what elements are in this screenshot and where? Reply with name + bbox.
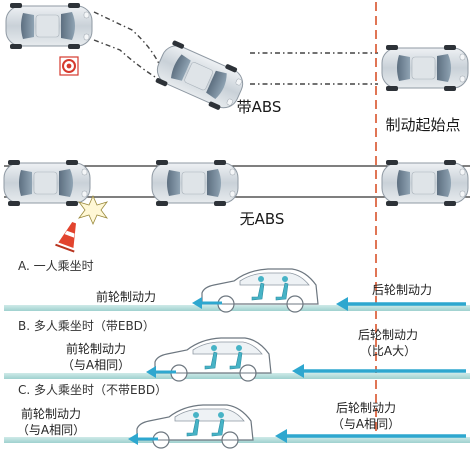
section-b-rear-note: （比A大）: [359, 344, 417, 358]
front-brake-arrow: [192, 297, 222, 309]
front-brake-arrow: [128, 433, 158, 445]
rear-brake-arrow: [336, 297, 466, 311]
road-b: [4, 373, 470, 379]
section-a-front-label: 前轮制动力: [96, 290, 157, 304]
car-icon: [5, 2, 93, 50]
abs-path-lower: [93, 39, 161, 81]
section-a-rear-label: 后轮制动力: [372, 283, 433, 297]
section-b-title: B. 多人乘坐时（带EBD）: [18, 319, 155, 333]
section-b-front-note: （与A相同）: [61, 358, 131, 372]
section-c-front-note: （与A相同）: [16, 423, 86, 437]
rear-brake-arrow: [292, 364, 466, 378]
section-a-title: A. 一人乘坐时: [18, 259, 94, 273]
target-icon: [59, 56, 79, 76]
car-icon: [150, 37, 250, 116]
car-icon: [381, 44, 469, 92]
front-brake-arrow: [146, 366, 176, 378]
car-icon: [3, 159, 91, 207]
section-c-title: C. 多人乘坐时（不带EBD）: [18, 383, 168, 397]
cone-icon: [55, 222, 76, 253]
car-icon: [381, 159, 469, 207]
section-c-front-label: 前轮制动力: [20, 407, 82, 421]
road-a: [4, 305, 470, 311]
crash-icon: [77, 195, 109, 225]
section-b-front-label: 前轮制动力: [65, 342, 127, 356]
with-abs-label: 带ABS: [236, 98, 282, 116]
section-b-rear-label: 后轮制动力: [357, 328, 419, 342]
car-icon: [151, 159, 239, 207]
section-c-rear-note: （与A相同）: [331, 417, 401, 431]
no-abs-label: 无ABS: [239, 210, 285, 228]
section-c-rear-label: 后轮制动力: [335, 401, 397, 415]
rear-brake-arrow: [275, 429, 466, 443]
brake-start-label: 制动起始点: [385, 116, 461, 134]
